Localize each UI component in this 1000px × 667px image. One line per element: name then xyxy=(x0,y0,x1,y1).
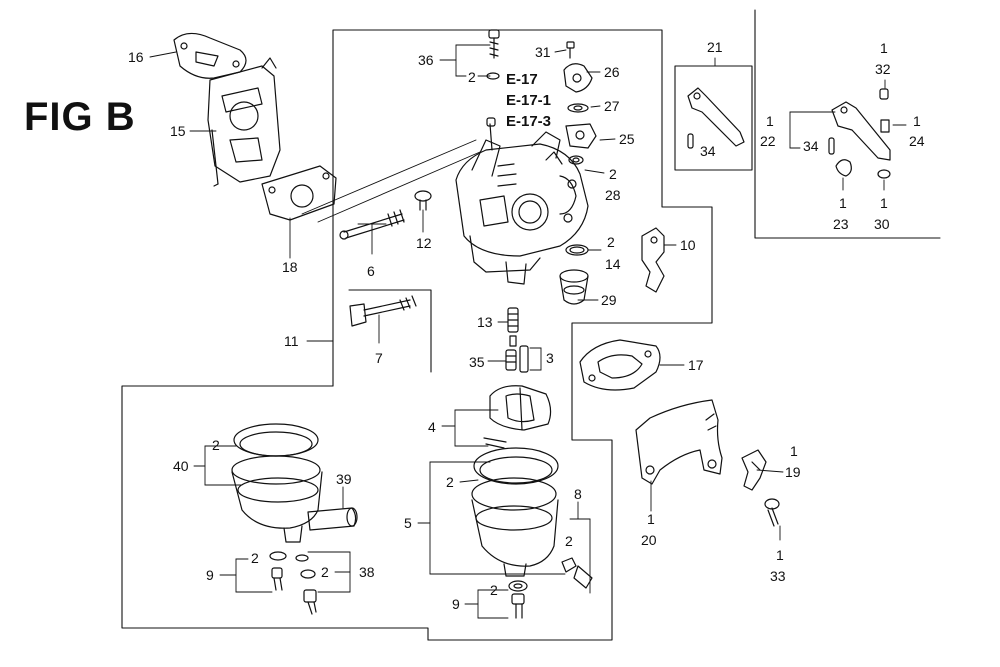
valve-29 xyxy=(559,269,589,305)
callout-38: 38 xyxy=(359,564,375,580)
callout-19: 19 xyxy=(785,464,801,480)
callout-11: 11 xyxy=(284,333,299,349)
callout-28: 28 xyxy=(605,187,621,203)
callout-29: 29 xyxy=(601,292,617,308)
callout-qty: 1 xyxy=(880,40,888,56)
group-frames xyxy=(121,9,941,641)
gasket-17 xyxy=(579,339,661,391)
tube-39 xyxy=(307,507,358,531)
callout-14: 14 xyxy=(605,256,621,272)
clip-19 xyxy=(741,449,767,491)
plate-15 xyxy=(207,57,281,187)
callout-26: 26 xyxy=(604,64,620,80)
callout-3: 3 xyxy=(546,350,554,366)
gasket-16 xyxy=(173,32,247,79)
callout-qty: 2 xyxy=(212,437,220,453)
callout-qty: 2 xyxy=(607,234,615,250)
bolt-33 xyxy=(764,498,780,527)
callout-34: 34 xyxy=(803,138,819,154)
callout-23: 23 xyxy=(833,216,849,232)
callout-qty: 2 xyxy=(321,564,329,580)
reference-label: E-17-3 xyxy=(506,113,552,130)
callout-qty: 2 xyxy=(609,166,617,182)
callout-10: 10 xyxy=(680,237,696,253)
callout-13: 13 xyxy=(477,314,493,330)
callout-32: 32 xyxy=(875,61,891,77)
reference-label: E-17-1 xyxy=(506,92,552,109)
float-bowl-5 xyxy=(471,447,559,577)
callout-9: 9 xyxy=(452,596,460,612)
screw-31 xyxy=(566,41,575,59)
callout-21: 21 xyxy=(707,39,723,55)
callout-qty: 1 xyxy=(766,113,774,129)
screw-7 xyxy=(349,295,417,327)
drain-8 xyxy=(561,557,593,589)
shaft-6 xyxy=(339,209,405,240)
callout-34: 34 xyxy=(700,143,716,159)
bolt-38 xyxy=(295,554,317,615)
bolt-9-bottom xyxy=(508,580,528,619)
callout-18: 18 xyxy=(282,259,298,275)
callout-8: 8 xyxy=(574,486,582,502)
figure-title: FIG B xyxy=(24,95,136,139)
callout-5: 5 xyxy=(404,515,412,531)
callout-40: 40 xyxy=(173,458,189,474)
lever-21 xyxy=(687,87,745,149)
lever-10 xyxy=(641,227,665,293)
jet-13 xyxy=(507,307,519,347)
small-parts-27-25-28 xyxy=(565,103,597,165)
cover-26 xyxy=(563,63,593,93)
reference-label: E-17 xyxy=(506,71,538,88)
lever-22 xyxy=(828,88,891,179)
callout-qty: 1 xyxy=(647,511,655,527)
callout-31: 31 xyxy=(535,44,551,60)
callout-qty: 1 xyxy=(776,547,784,563)
callout-17: 17 xyxy=(688,357,704,373)
callout-qty: 1 xyxy=(839,195,847,211)
callout-12: 12 xyxy=(416,235,432,251)
callout-22: 22 xyxy=(760,133,776,149)
callout-qty: 2 xyxy=(251,550,259,566)
callout-qty: 2 xyxy=(565,533,573,549)
callout-39: 39 xyxy=(336,471,352,487)
callout-36: 36 xyxy=(418,52,434,68)
callout-20: 20 xyxy=(641,532,657,548)
callout-qty: 1 xyxy=(790,443,798,459)
callout-25: 25 xyxy=(619,131,635,147)
callout-7: 7 xyxy=(375,350,383,366)
callout-qty: 1 xyxy=(913,113,921,129)
callout-qty: 2 xyxy=(468,69,476,85)
callout-16: 16 xyxy=(128,49,144,65)
bolt-12 xyxy=(414,190,432,211)
float-4 xyxy=(483,385,552,449)
leader-lines xyxy=(149,44,907,619)
bowl-40 xyxy=(231,423,323,543)
callout-qty: 2 xyxy=(446,474,454,490)
callout-qty: 1 xyxy=(880,195,888,211)
callout-35: 35 xyxy=(469,354,485,370)
callout-9: 9 xyxy=(206,567,214,583)
bolt-9-left xyxy=(269,551,287,591)
jet-35 xyxy=(505,345,529,373)
oring-14 xyxy=(565,244,589,256)
callout-4: 4 xyxy=(428,419,436,435)
callout-33: 33 xyxy=(770,568,786,584)
callout-24: 24 xyxy=(909,133,925,149)
callout-15: 15 xyxy=(170,123,186,139)
bracket-20 xyxy=(635,399,723,485)
carburetor-body xyxy=(455,117,589,285)
callout-30: 30 xyxy=(874,216,890,232)
callout-6: 6 xyxy=(367,263,375,279)
gasket-18 xyxy=(261,165,337,221)
callout-27: 27 xyxy=(604,98,620,114)
callout-qty: 2 xyxy=(490,582,498,598)
screw-36 xyxy=(486,29,500,80)
